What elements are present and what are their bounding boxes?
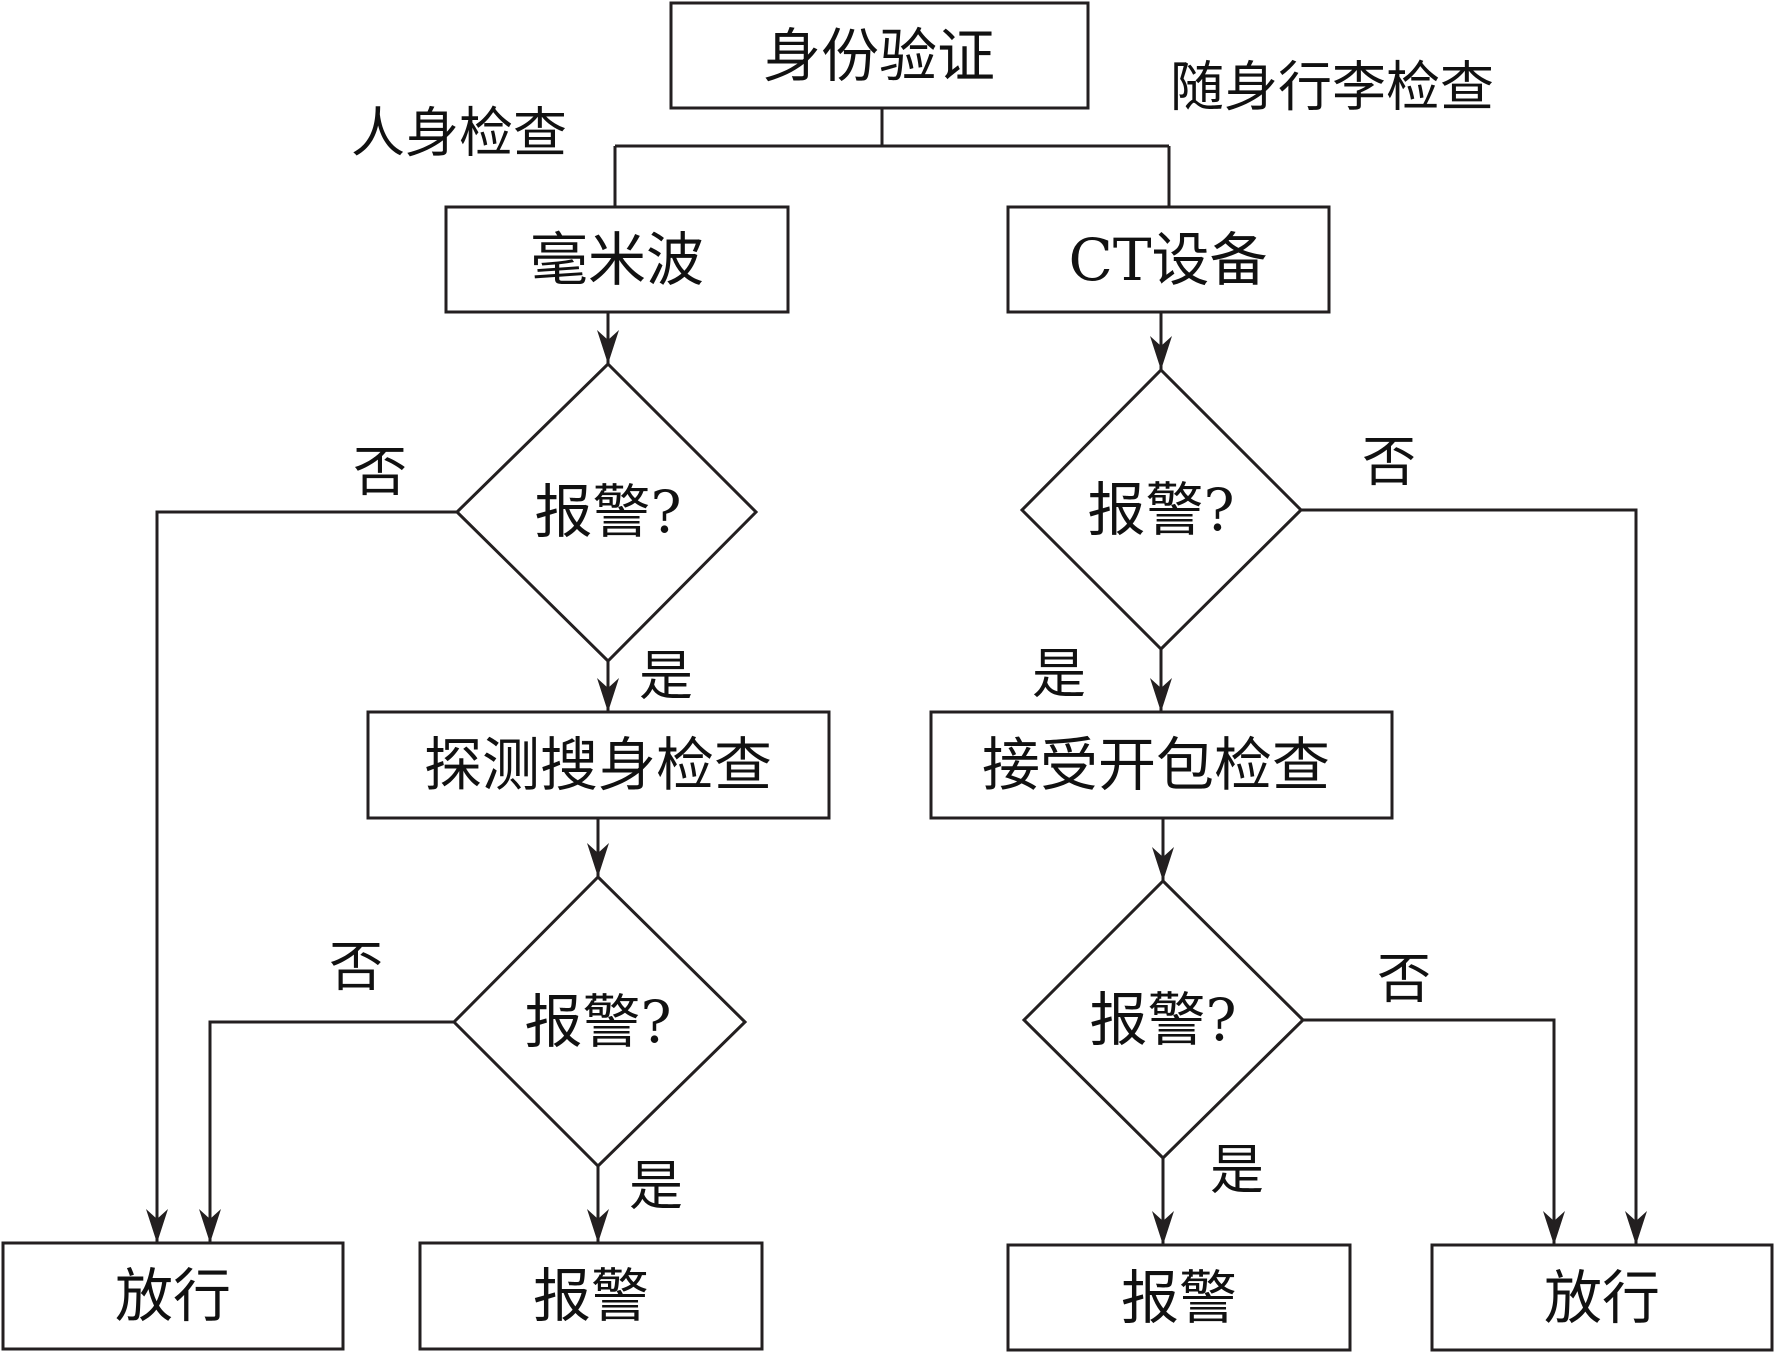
yes-label-bag-1: 是 (1032, 643, 1086, 706)
release-left-box: 放行 (1, 1241, 345, 1351)
body-check-label: 人身检查 (351, 102, 567, 165)
release-right-box: 放行 (1430, 1243, 1774, 1352)
arrow-down-icon (587, 843, 609, 877)
edge-alarm1-no-to-release (155, 510, 457, 1243)
report-right-label: 报警 (1121, 1264, 1237, 1332)
arrow-down-icon (597, 678, 619, 712)
arrow-down-icon (1152, 1211, 1174, 1245)
search-label: 探测搜身检查 (424, 731, 772, 799)
arrowheads (146, 330, 1647, 1245)
mmwave-label: 毫米波 (530, 226, 704, 294)
edge-alarm2-no-to-release (208, 1020, 454, 1243)
connectors (155, 108, 1638, 1245)
arrow-down-icon (1150, 336, 1172, 370)
no-label-body-2: 否 (329, 936, 383, 999)
yes-label-bag-2: 是 (1210, 1139, 1264, 1202)
arrow-down-icon (597, 330, 619, 364)
arrow-down-icon (199, 1209, 221, 1243)
ct-label: CT设备 (1068, 226, 1267, 294)
alarm-bag-2-label: 报警? (1089, 986, 1236, 1054)
release-left-label: 放行 (115, 1262, 231, 1330)
luggage-check-label: 随身行李检查 (1170, 56, 1494, 119)
alarm-bag-1-label: 报警? (1087, 476, 1234, 544)
alarm-body-2-label: 报警? (524, 988, 671, 1056)
identity-label: 身份验证 (763, 22, 995, 90)
ct-box: CT设备 (1006, 205, 1331, 314)
alarm-body-2-diamond: 报警? (451, 874, 748, 1169)
open-bag-label: 接受开包检查 (982, 731, 1330, 799)
arrow-down-icon (1625, 1211, 1647, 1245)
report-left-label: 报警 (533, 1262, 649, 1330)
edge-alarm2-no-to-release (1303, 1018, 1556, 1245)
alarm-bag-1-diamond: 报警? (1019, 367, 1304, 652)
no-label-body-1: 否 (353, 441, 407, 504)
arrow-down-icon (587, 1209, 609, 1243)
identity-box: 身份验证 (669, 1, 1090, 110)
alarm-body-1-diamond: 报警? (454, 361, 759, 664)
mmwave-box: 毫米波 (444, 205, 790, 314)
arrow-down-icon (1150, 678, 1172, 712)
arrow-down-icon (1152, 847, 1174, 881)
edge-alarm1-no-to-release (1301, 508, 1638, 1245)
report-left-box: 报警 (418, 1241, 764, 1351)
alarm-body-1-label: 报警? (534, 478, 681, 546)
arrow-down-icon (1543, 1211, 1565, 1245)
search-box: 探测搜身检查 (366, 710, 831, 820)
release-right-label: 放行 (1544, 1264, 1660, 1332)
arrow-down-icon (146, 1209, 168, 1243)
no-label-bag-1: 否 (1362, 431, 1416, 494)
report-right-box: 报警 (1006, 1243, 1352, 1352)
no-label-bag-2: 否 (1377, 948, 1431, 1011)
alarm-bag-2-diamond: 报警? (1021, 878, 1306, 1161)
yes-label-body-2: 是 (629, 1155, 683, 1218)
yes-label-body-1: 是 (639, 645, 693, 708)
open-bag-box: 接受开包检查 (929, 710, 1394, 820)
